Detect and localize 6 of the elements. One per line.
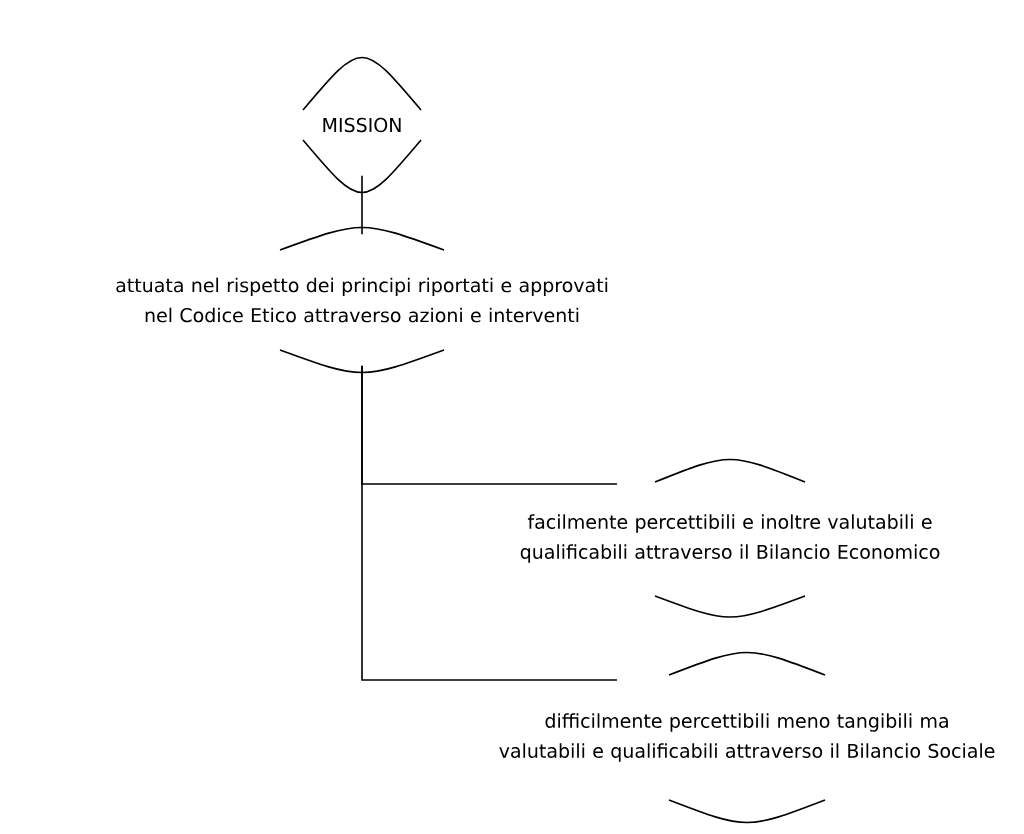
connector-line [361, 175, 363, 235]
bracketed-text-node: difficilmente percettibili meno tangibili ma valutabili e qualificabili attraverso il Bilancio Sociale [499, 651, 995, 824]
bracketed-text-node: facilmente percettibili e inoltre valutabili e qualificabili attraverso il Bilancio Economico [520, 458, 940, 618]
bracketed-text-node: MISSION [302, 56, 422, 194]
bracketed-text-node: attuata nel rispetto dei principi riportati e approvati nel Codice Etico attraverso azioni e interventi [116, 226, 608, 374]
connector-line [361, 365, 618, 681]
